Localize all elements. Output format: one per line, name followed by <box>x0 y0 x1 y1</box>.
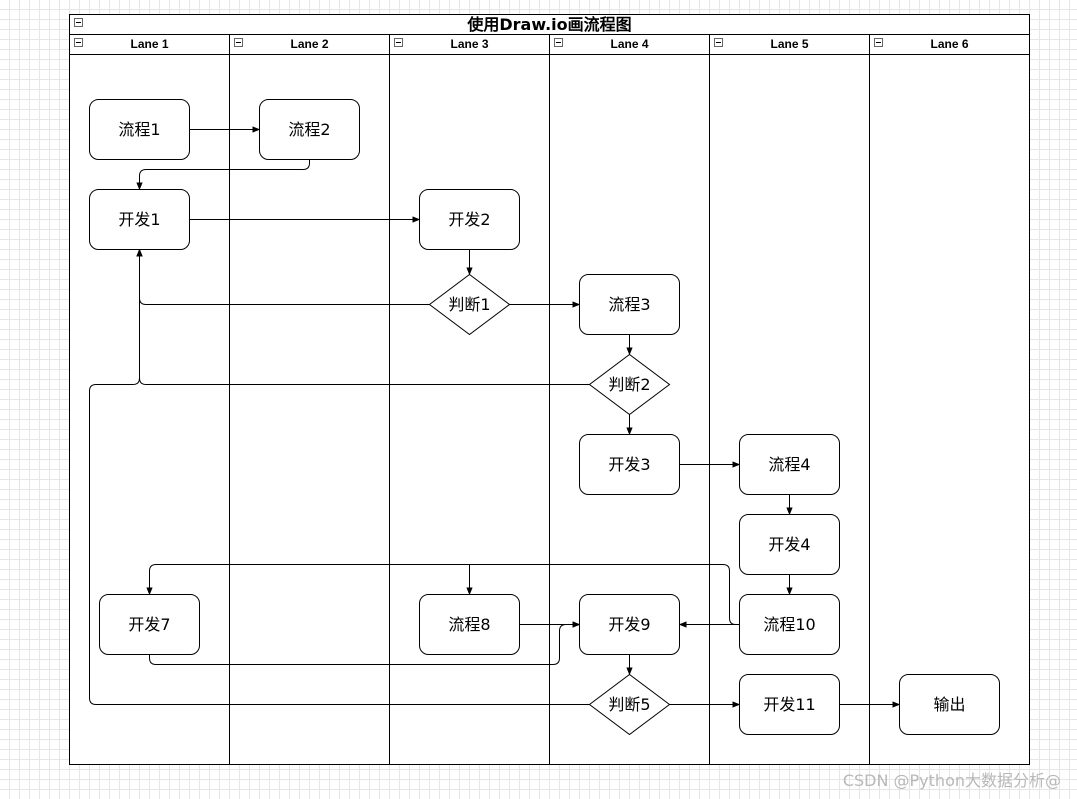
lane-header-2[interactable]: Lane 2 <box>234 37 329 51</box>
node-liucheng10-label: 流程10 <box>763 615 815 634</box>
node-panduan5[interactable]: 判断5 <box>588 673 671 736</box>
lane-3-collapse-icon[interactable] <box>394 38 403 47</box>
watermark: CSDN @Python大数据分析@ <box>842 771 1061 790</box>
lane-1-title: Lane 1 <box>130 37 168 51</box>
node-panduan2[interactable]: 判断2 <box>588 353 671 416</box>
lane-5-title: Lane 5 <box>770 37 808 51</box>
node-kaifa11[interactable]: 开发11 <box>739 674 840 735</box>
node-panduan5-label: 判断5 <box>608 695 650 714</box>
node-kaifa9[interactable]: 开发9 <box>579 594 680 655</box>
node-liucheng1-label: 流程1 <box>118 120 160 139</box>
node-kaifa2-label: 开发2 <box>448 210 490 229</box>
edge-kaifa7-kaifa9[interactable] <box>149 621 581 665</box>
lane-header-3[interactable]: Lane 3 <box>394 37 489 51</box>
node-liucheng3[interactable]: 流程3 <box>579 274 680 335</box>
lane-1-collapse-icon[interactable] <box>74 38 83 47</box>
lane-header-6[interactable]: Lane 6 <box>874 37 969 51</box>
node-kaifa7-label: 开发7 <box>128 615 170 634</box>
lane-5-collapse-icon[interactable] <box>714 38 723 47</box>
node-kaifa3-label: 开发3 <box>608 455 650 474</box>
edge-panduan5-kaifa1[interactable] <box>89 248 590 705</box>
edge-liucheng2-kaifa1[interactable] <box>136 159 310 191</box>
lane-2-collapse-icon[interactable] <box>234 38 243 47</box>
node-liucheng2[interactable]: 流程2 <box>259 99 360 160</box>
node-liucheng8-label: 流程8 <box>448 615 490 634</box>
node-shuchu[interactable]: 输出 <box>899 674 1000 735</box>
node-liucheng4[interactable]: 流程4 <box>739 434 840 495</box>
edge-liucheng10-kaifa7[interactable] <box>146 564 740 625</box>
lane-4-collapse-icon[interactable] <box>554 38 563 47</box>
lane-6-title: Lane 6 <box>930 37 968 51</box>
pool-title: 使用Draw.io画流程图 <box>466 15 631 34</box>
lane-2-title: Lane 2 <box>290 37 328 51</box>
lane-dividers <box>229 34 870 765</box>
node-liucheng2-label: 流程2 <box>288 120 330 139</box>
lane-header-1[interactable]: Lane 1 <box>74 37 169 51</box>
lane-4-title: Lane 4 <box>610 37 648 51</box>
node-kaifa1[interactable]: 开发1 <box>89 189 190 250</box>
lane-3-title: Lane 3 <box>450 37 488 51</box>
connectors <box>89 126 901 708</box>
node-shuchu-label: 输出 <box>933 695 965 714</box>
node-panduan1[interactable]: 判断1 <box>428 273 511 336</box>
pool-collapse-icon[interactable] <box>74 18 83 27</box>
lane-6-collapse-icon[interactable] <box>874 38 883 47</box>
node-kaifa7[interactable]: 开发7 <box>99 594 200 655</box>
node-panduan2-label: 判断2 <box>608 375 650 394</box>
node-kaifa1-label: 开发1 <box>118 210 160 229</box>
node-kaifa2[interactable]: 开发2 <box>419 189 520 250</box>
node-kaifa4-label: 开发4 <box>768 535 810 554</box>
node-liucheng4-label: 流程4 <box>768 455 810 474</box>
lane-header-4[interactable]: Lane 4 <box>554 37 649 51</box>
node-kaifa4[interactable]: 开发4 <box>739 514 840 575</box>
lane-header-5[interactable]: Lane 5 <box>714 37 809 51</box>
node-kaifa9-label: 开发9 <box>608 615 650 634</box>
node-liucheng10[interactable]: 流程10 <box>739 594 840 655</box>
node-liucheng1[interactable]: 流程1 <box>89 99 190 160</box>
node-kaifa3[interactable]: 开发3 <box>579 434 680 495</box>
node-liucheng8[interactable]: 流程8 <box>419 594 520 655</box>
node-kaifa11-label: 开发11 <box>763 695 815 714</box>
node-panduan1-label: 判断1 <box>448 295 490 314</box>
node-liucheng3-label: 流程3 <box>608 295 650 314</box>
